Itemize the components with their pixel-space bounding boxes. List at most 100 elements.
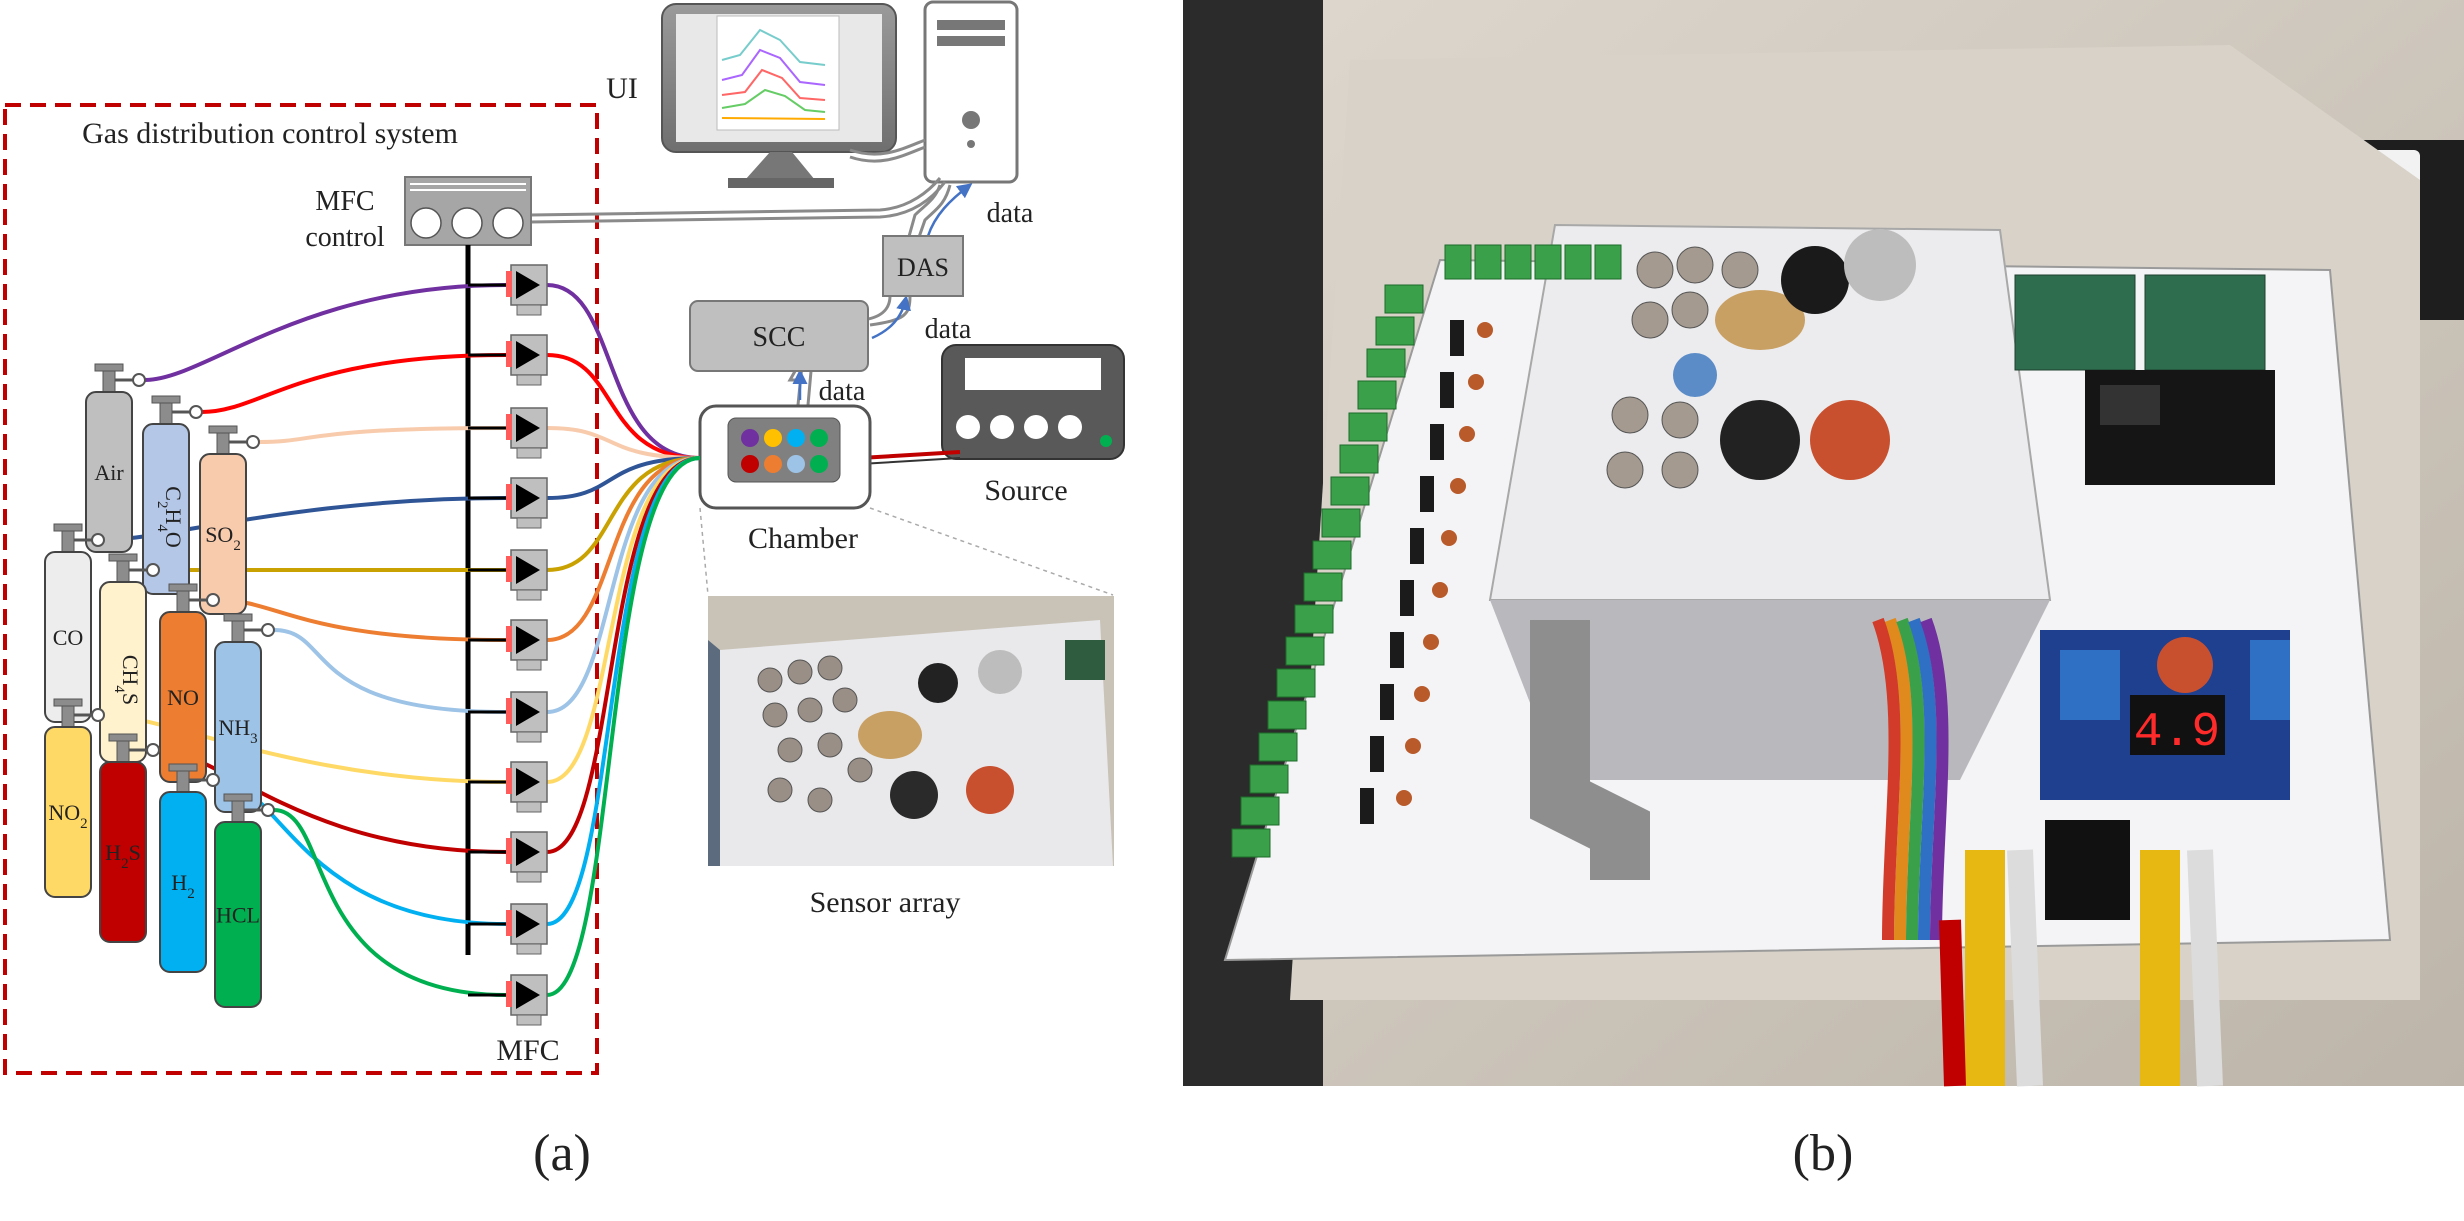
ceramic-capacitor <box>1432 582 1448 598</box>
capacitor <box>1430 424 1444 460</box>
terminal-block <box>1312 540 1352 570</box>
gas-line <box>258 426 507 444</box>
gas-cylinder: H2 <box>159 763 220 973</box>
sensor-can <box>832 687 858 713</box>
mfc-unit <box>468 761 548 813</box>
chamber-dot <box>810 455 828 473</box>
chamber-dot <box>787 455 805 473</box>
chamber-dot <box>741 429 759 447</box>
gas-sensor <box>1631 301 1669 339</box>
gas-line <box>546 456 701 784</box>
scc-label: SCC <box>753 322 806 353</box>
terminal-block <box>1276 668 1316 698</box>
capacitor <box>1380 684 1394 720</box>
sensor-can <box>787 659 813 685</box>
gas-line <box>218 598 507 642</box>
panel-a: Gas distribution control system UI <box>3 0 1125 1182</box>
ceramic-capacitor <box>1477 322 1493 338</box>
gas-sensor <box>1720 400 1800 480</box>
sensor-can <box>817 732 843 758</box>
ceramic-capacitor <box>1441 530 1457 546</box>
gas-system-title: Gas distribution control system <box>82 117 458 150</box>
ceramic-capacitor <box>1423 634 1439 650</box>
gas-sensor <box>1606 451 1644 489</box>
mfc-unit <box>468 831 548 883</box>
gas-line <box>273 808 507 997</box>
gas-cylinder: NH3 <box>214 613 275 813</box>
terminal-block <box>1267 700 1307 730</box>
gas-cylinder: HCL <box>214 793 275 1008</box>
mfc-unit <box>468 974 548 1026</box>
mfc-control-box <box>404 176 532 246</box>
gas-line <box>546 353 701 460</box>
gas-line <box>546 426 701 460</box>
capacitor <box>1440 372 1454 408</box>
das-label: DAS <box>897 253 949 282</box>
terminal-block <box>1444 244 1472 280</box>
terminal-block <box>1240 796 1280 826</box>
gas-sensor <box>1721 251 1759 289</box>
terminal-block <box>1258 732 1298 762</box>
data-label-das: data <box>925 314 972 345</box>
computer-tower-icon <box>923 0 1019 184</box>
mfc-control-label-line2: control <box>305 222 385 253</box>
gas-line <box>546 456 701 854</box>
mfc-label: MFC <box>496 1034 559 1067</box>
gas-sensor <box>1661 451 1699 489</box>
gas-cylinder: NO <box>159 583 220 783</box>
gas-sensor <box>1781 246 1849 314</box>
sensor-array-label: Sensor array <box>810 886 961 919</box>
sensor-can <box>807 787 833 813</box>
capacitor <box>1360 788 1374 824</box>
gas-sensor <box>1810 400 1890 480</box>
monitor-icon <box>661 3 897 188</box>
ceramic-capacitor <box>1459 426 1475 442</box>
data-arrow-das-pc <box>926 183 973 237</box>
mfc-control-label-line1: MFC <box>315 186 374 217</box>
chamber-dot <box>764 429 782 447</box>
gas-sensor <box>1715 290 1805 350</box>
voltage-display <box>2130 695 2225 755</box>
terminal-block <box>1303 572 1343 602</box>
sensor-array-photo <box>708 596 1114 866</box>
gas-sensor <box>1661 401 1699 439</box>
chamber-dot <box>810 429 828 447</box>
terminal-block <box>1594 244 1622 280</box>
terminal-block <box>1339 444 1379 474</box>
gas-cylinder: NO2 <box>44 698 105 898</box>
cylinder-label: H2 <box>171 870 194 902</box>
gas-line <box>546 456 701 642</box>
chamber-dot <box>741 455 759 473</box>
mfc-unit <box>468 903 548 955</box>
terminal-block <box>1366 348 1406 378</box>
cylinder-label: NH3 <box>218 715 257 747</box>
mfc-unit <box>468 334 548 386</box>
ceramic-capacitor <box>1468 374 1484 390</box>
cylinder-label: HCL <box>216 903 260 928</box>
chamber-dot <box>787 429 805 447</box>
gas-line <box>546 283 701 460</box>
scc-box <box>689 300 869 372</box>
ceramic-capacitor <box>1414 686 1430 702</box>
cylinder-label: Air <box>94 460 124 485</box>
gas-cylinder: H2S <box>99 733 160 943</box>
panel-b-photo: 4.9 <box>1183 0 2464 1087</box>
cylinder-label: C2H4O <box>154 486 186 547</box>
chamber-icon <box>698 404 872 510</box>
gas-cylinder: SO2 <box>199 425 260 615</box>
mfc-unit <box>468 691 548 743</box>
sensor-can <box>817 655 843 681</box>
terminal-block <box>1534 244 1562 280</box>
terminal-block <box>1330 476 1370 506</box>
ceramic-capacitor <box>1396 790 1412 806</box>
gas-sensor <box>1636 251 1674 289</box>
cylinder-label: NO <box>167 685 199 710</box>
sensor-can <box>777 737 803 763</box>
sensor-can <box>757 667 783 693</box>
terminal-block <box>1474 244 1502 280</box>
data-label-scc: data <box>819 376 866 407</box>
gas-line <box>546 456 701 997</box>
mfc-units <box>468 264 548 1026</box>
